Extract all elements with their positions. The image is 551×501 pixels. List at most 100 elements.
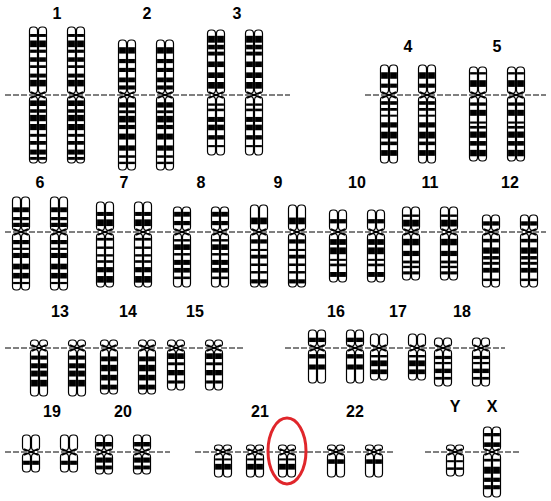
- band: [381, 115, 388, 117]
- chromosome-number-box: 19: [30, 402, 74, 422]
- p-arm-outline: [39, 27, 47, 94]
- p-arm: [77, 27, 85, 94]
- centromere: [158, 92, 172, 98]
- p-arm-outline: [450, 207, 458, 231]
- band: [13, 217, 20, 220]
- p-arm-outline: [356, 330, 364, 347]
- band: [508, 102, 515, 105]
- centromere: [310, 345, 324, 351]
- q-arm: [260, 234, 268, 288]
- band: [206, 370, 213, 375]
- band: [412, 251, 419, 256]
- band: [473, 356, 480, 359]
- band: [212, 221, 219, 225]
- q-arm-outline: [479, 97, 487, 162]
- band: [260, 239, 267, 243]
- p-arm: [144, 202, 152, 231]
- p-arm-outline: [97, 202, 105, 231]
- band: [479, 131, 486, 137]
- centromere: [485, 449, 499, 455]
- band: [177, 370, 184, 375]
- band: [68, 65, 75, 68]
- band: [470, 150, 477, 156]
- band: [371, 355, 378, 357]
- band: [40, 380, 47, 387]
- centromere: [404, 229, 418, 235]
- band: [30, 157, 37, 160]
- q-arm-outline: [255, 97, 263, 156]
- band: [298, 279, 305, 283]
- band: [444, 362, 451, 364]
- band: [381, 142, 388, 146]
- p-arm: [409, 334, 417, 347]
- centromere: [216, 449, 230, 455]
- band: [119, 68, 126, 72]
- band: [255, 61, 262, 67]
- band: [450, 266, 457, 268]
- chromosome-set: [483, 215, 538, 287]
- centromere: [120, 92, 134, 98]
- band: [157, 125, 164, 129]
- chromosome-number-box: 11: [408, 173, 452, 193]
- chromosomes: [13, 27, 538, 497]
- q-arm-outline: [456, 454, 464, 477]
- chromatid: [174, 207, 182, 287]
- chromatid: [51, 197, 59, 290]
- q-arm-outline: [215, 350, 223, 391]
- band: [101, 356, 108, 361]
- band: [375, 459, 382, 464]
- p-arm: [298, 205, 306, 231]
- centromere: [367, 449, 381, 455]
- q-arm: [330, 234, 338, 283]
- band: [97, 260, 104, 263]
- chromosome-number: 14: [119, 303, 137, 320]
- band: [288, 458, 295, 460]
- chromosome-number: 21: [251, 403, 269, 420]
- centromere-line: [425, 452, 520, 453]
- centromere: [136, 229, 150, 235]
- band: [403, 271, 410, 274]
- band: [251, 271, 258, 273]
- band: [105, 457, 112, 462]
- p-arm-outline: [30, 27, 38, 94]
- band: [39, 50, 46, 53]
- band: [212, 244, 219, 250]
- chromosome-number-box: 8: [179, 173, 223, 193]
- band: [32, 461, 39, 465]
- chromosome-number-box: 1: [35, 4, 79, 24]
- band: [40, 356, 47, 360]
- q-arm: [144, 234, 152, 288]
- p-arm: [212, 207, 220, 231]
- p-arm-outline: [530, 215, 538, 231]
- band: [484, 442, 491, 447]
- band: [470, 102, 477, 105]
- centromere: [32, 345, 46, 351]
- band: [13, 223, 20, 227]
- band: [30, 150, 37, 155]
- p-arm: [371, 334, 379, 347]
- band: [246, 36, 253, 43]
- p-arm-outline: [428, 65, 436, 94]
- chromosome-set: [435, 338, 490, 386]
- band: [13, 207, 20, 212]
- band: [339, 264, 346, 267]
- band: [119, 145, 126, 150]
- band: [517, 72, 524, 74]
- band: [412, 220, 419, 227]
- q-arm: [60, 234, 68, 291]
- p-arm-outline: [13, 197, 21, 231]
- band: [508, 122, 515, 124]
- centromere: [31, 92, 45, 98]
- band: [144, 254, 151, 256]
- q-arm-outline: [375, 454, 383, 478]
- p-arm-outline: [135, 202, 143, 231]
- band: [215, 362, 222, 365]
- band: [128, 125, 135, 129]
- band: [30, 34, 37, 37]
- band: [339, 219, 346, 223]
- band: [289, 263, 296, 266]
- band: [39, 80, 46, 87]
- q-arm: [456, 454, 464, 477]
- band: [517, 150, 524, 156]
- band: [30, 65, 37, 68]
